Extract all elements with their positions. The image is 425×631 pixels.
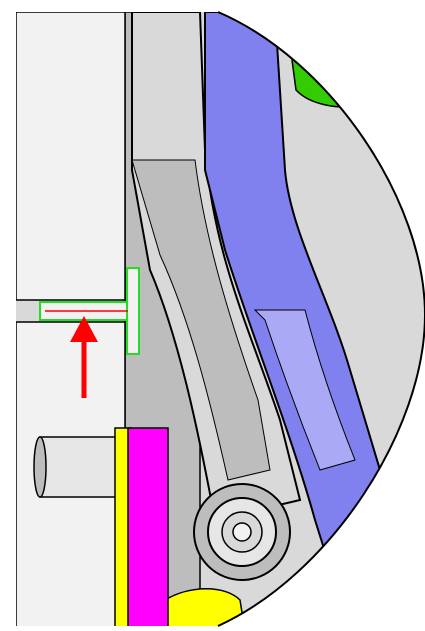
t-slot-vertical bbox=[126, 267, 140, 355]
red-arrow bbox=[70, 316, 98, 398]
yellow-plate-bottom bbox=[164, 588, 246, 626]
detail-view-outline bbox=[217, 11, 425, 627]
magenta-plate bbox=[127, 427, 169, 626]
blue-guide-rail-highlight bbox=[253, 309, 356, 471]
curved-arm-shade bbox=[131, 159, 271, 481]
cylindrical-pin bbox=[39, 436, 119, 498]
red-arrow-head bbox=[70, 316, 98, 342]
blue-guide-rail bbox=[204, 12, 422, 626]
roller-bore bbox=[232, 522, 252, 542]
upper-housing-block bbox=[16, 12, 126, 301]
cylindrical-pin-end bbox=[33, 436, 47, 498]
